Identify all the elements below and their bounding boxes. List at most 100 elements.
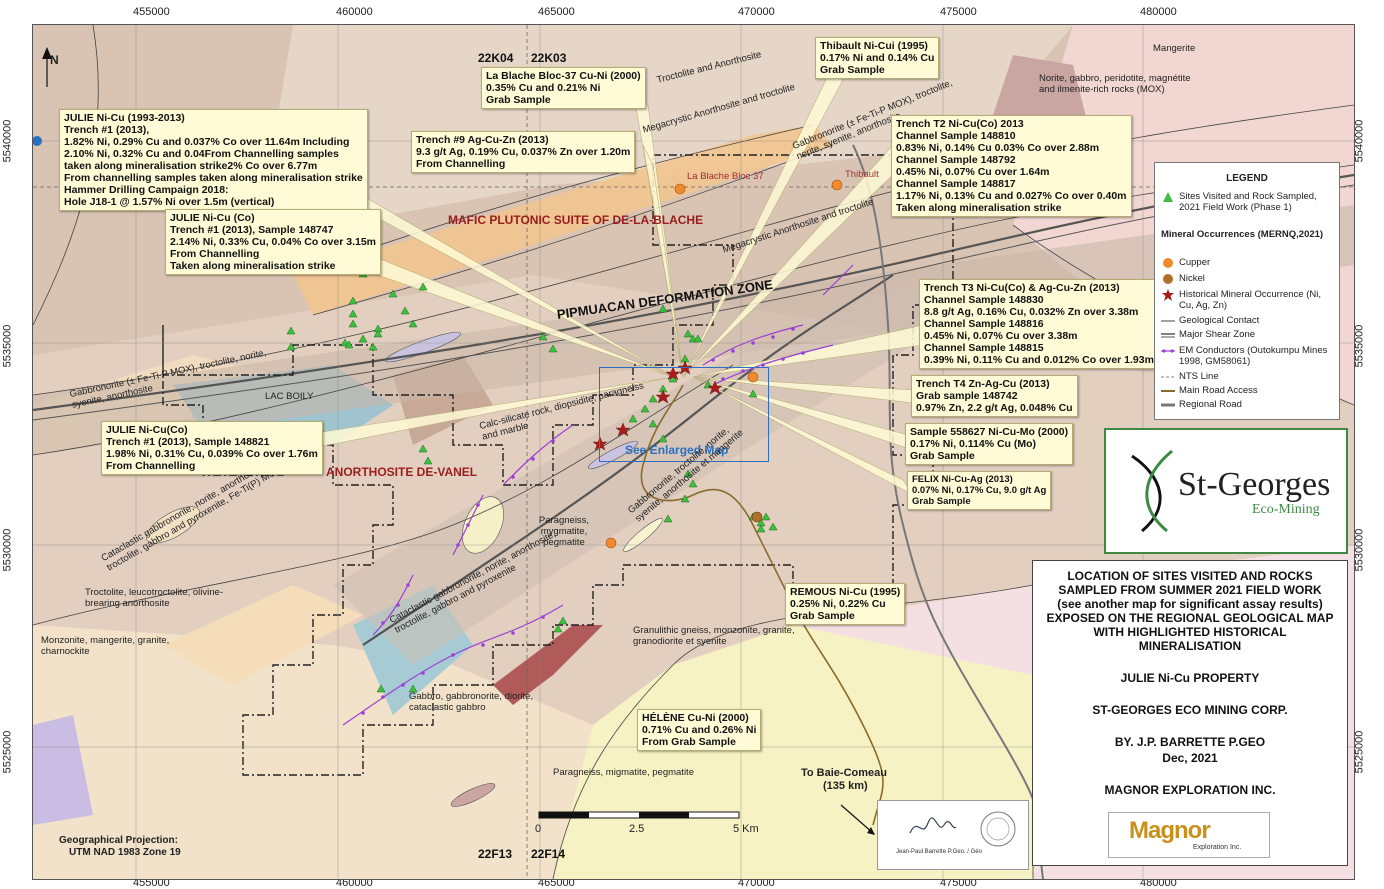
map-date: Dec, 2021 [1162,751,1218,765]
callout-helene[interactable]: HÉLÈNE Cu-Ni (2000)0.71% Cu and 0.26% Ni… [637,709,762,751]
coord-left-5525000: 5525000 [1,730,14,774]
legend-regional-road: Regional Road [1161,399,1242,411]
coord-bottom-465000: 465000 [538,877,575,889]
st-georges-name: St-Georges [1178,466,1331,503]
coord-top-470000: 470000 [738,6,775,18]
geo-label-monzonite: Monzonite, mangerite, granite, charnocki… [41,635,170,657]
coord-top-475000: 475000 [940,6,977,18]
place-la-blache: La Blache Bloc 37 [687,171,764,182]
coord-top-455000: 455000 [133,6,170,18]
legend-nickel: Nickel [1161,273,1205,285]
projection-line-1: Geographical Projection: [59,835,178,846]
coord-bottom-470000: 470000 [738,877,775,889]
main-road-icon [1161,390,1175,392]
coord-top-465000: 465000 [538,6,575,18]
st-georges-logo: St-Georges Eco-Mining [1104,428,1348,554]
legend-shear: Major Shear Zone [1161,329,1255,341]
triangle-icon [1163,192,1173,202]
legend-nts: NTS Line [1161,371,1219,383]
signature-stamp: Jean-Paul Barrette P.Geo. / Géo [877,800,1029,870]
contact-line-icon [1161,320,1175,322]
st-georges-swirl-icon [1131,449,1173,533]
legend-contact: Geological Contact [1161,315,1259,327]
callout-trench-9[interactable]: Trench #9 Ag-Cu-Zn (2013)9.3 g/t Ag, 0.1… [411,131,636,173]
legend-cupper: Cupper [1161,257,1210,269]
geo-label-paragneiss-c: Paragneiss, mygmatite, pegmatite [538,515,590,548]
coord-top-460000: 460000 [336,6,373,18]
scale-5km: 5 Km [733,823,759,835]
to-baie-comeau: To Baie-Comeau [801,767,887,779]
callout-julie-148747[interactable]: JULIE Ni-Cu (Co)Trench #1 (2013), Sample… [165,209,382,275]
coord-right-5530000: 5530000 [1353,528,1366,572]
st-georges-tag: Eco-Mining [1252,502,1320,517]
coord-left-5530000: 5530000 [1,528,14,572]
coord-bottom-460000: 460000 [336,877,373,889]
scale-2-5: 2.5 [629,823,645,835]
coord-left-5540000: 5540000 [1,119,14,163]
north-arrow-label: N [50,53,59,67]
author: BY. J.P. BARRETTE P.GEO [1114,735,1266,749]
projection-line-2: UTM NAD 1983 Zone 19 [69,847,181,858]
magnor-sub: Exploration Inc. [1193,844,1242,851]
shear-line-icon [1161,333,1175,338]
seal-icon [980,811,1016,847]
coord-bottom-455000: 455000 [133,877,170,889]
geo-label-granulithic: Granulithic gneiss, monzonite, granite, … [633,625,795,647]
signature-caption: Jean-Paul Barrette P.Geo. / Géo [896,849,982,855]
coord-bottom-480000: 480000 [1140,877,1177,889]
legend-main-road: Main Road Access [1161,385,1258,397]
magnor-logo: Magnor Exploration Inc. [1108,812,1270,858]
corp-name: ST-GEORGES ECO MINING CORP. [1092,703,1288,717]
coord-bottom-475000: 475000 [940,877,977,889]
legend-occurrences-title: Mineral Occurrences (MERNQ,2021) [1161,229,1324,240]
place-thibault: Thibault [845,169,879,180]
callout-julie-148821[interactable]: JULIE Ni-Cu(Co)Trench #1 (2013), Sample … [101,421,323,475]
scale-0: 0 [535,823,542,835]
legend-sites: Sites Visited and Rock Sampled, 2021 Fie… [1161,191,1329,213]
signature-scribble-icon [909,817,957,834]
magnor-name: Magnor [1129,817,1211,844]
la-blache-marker [674,183,686,195]
callout-la-blache[interactable]: La Blache Bloc-37 Cu-Ni (2000)0.35% Cu a… [481,67,646,109]
nts-22f13: 22F13 [478,847,513,861]
title-block: LOCATION OF SITES VISITED AND ROCKS SAMP… [1032,560,1348,866]
nts-22k04: 22K04 [478,51,514,65]
orange-circle-icon [1163,258,1173,268]
nts-22k03: 22K03 [531,51,567,65]
geo-label-mangerite: Mangerite [1153,43,1196,54]
callout-sample-558627[interactable]: Sample 558627 Ni-Cu-Mo (2000)0.17% Ni, 0… [905,423,1074,465]
star-icon [1162,289,1174,301]
geo-label-paragneiss-s: Paragneiss, migmatite, pegmatite [553,767,694,778]
legend-em: EM Conductors (Outokumpu Mines 1998, GM5… [1161,345,1329,367]
region-mafic-plutonic: MAFIC PLUTONIC SUITE OF DE-LA-BLACHE [448,213,704,227]
geo-label-troctolite-s: Troctolite, leucotroctolite, olivine-bre… [85,587,223,609]
callout-julie-1993[interactable]: JULIE Ni-Cu (1993-2013)Trench #1 (2013),… [59,109,368,211]
callout-trench-t3[interactable]: Trench T3 Ni-Cu(Co) & Ag-Cu-Zn (2013)Cha… [919,279,1159,369]
coord-right-5535000: 5535000 [1353,324,1366,368]
callout-trench-t4[interactable]: Trench T4 Zn-Ag-Cu (2013)Grab sample 148… [911,375,1078,417]
callout-thibault[interactable]: Thibault Ni-Cui (1995)0.17% Ni and 0.14%… [815,37,940,79]
coord-top-480000: 480000 [1140,6,1177,18]
geo-label-norite: Norite, gabbro, peridotite, magnétite an… [1039,73,1191,95]
coord-left-5535000: 5535000 [1,324,14,368]
nts-line-icon [1161,376,1175,378]
coord-right-5525000: 5525000 [1353,730,1366,774]
regional-road-icon [1161,403,1175,407]
geo-label-gabbro: Gabbro, gabbronorite, diorite, cataclast… [409,691,534,713]
em-conductor-icon [1161,349,1175,353]
baie-comeau-distance: (135 km) [823,780,868,792]
geo-label-lac-boily: LAC BOILY [265,391,314,402]
see-enlarged-map-label[interactable]: See Enlarged Map [625,443,729,457]
coord-right-5540000: 5540000 [1353,119,1366,163]
property-name: JULIE Ni-Cu PROPERTY [1120,671,1260,685]
map-title: LOCATION OF SITES VISITED AND ROCKS SAMP… [1046,569,1334,653]
legend-historical: Historical Mineral Occurrence (Ni, Cu, A… [1161,289,1329,311]
enlarged-map-box[interactable] [599,367,769,462]
legend: LEGEND Sites Visited and Rock Sampled, 2… [1154,162,1340,420]
brown-circle-icon [1163,274,1173,284]
legend-title: LEGEND [1226,173,1268,184]
callout-felix[interactable]: FELIX Ni-Cu-Ag (2013)0.07% Ni, 0.17% Cu,… [907,471,1052,510]
